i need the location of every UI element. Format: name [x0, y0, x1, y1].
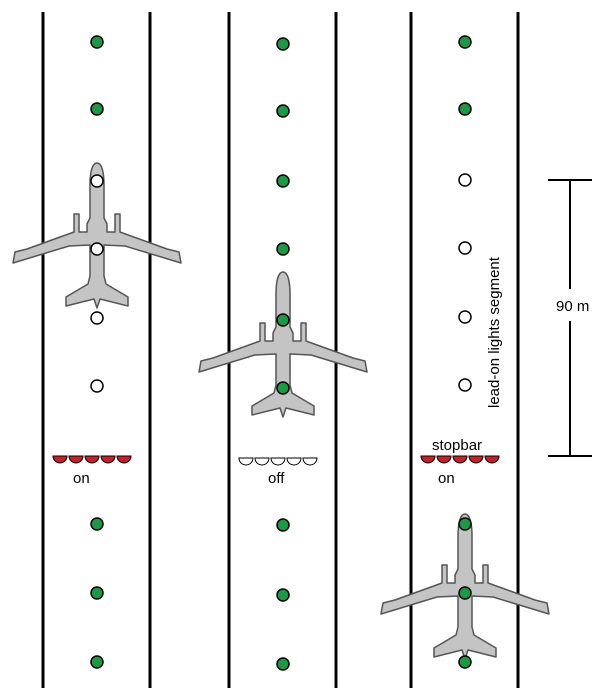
stopbar-state-label: on [438, 470, 455, 487]
green-light [276, 37, 290, 51]
stopbar-state-label: on [73, 470, 90, 487]
stopbar-lights [238, 457, 318, 466]
green-light [90, 102, 104, 116]
off-light [90, 242, 104, 256]
stopbar-text-label: stopbar [432, 437, 482, 454]
stopbar-lights [420, 455, 500, 464]
green-light [276, 174, 290, 188]
green-light [458, 35, 472, 49]
distance-dimension [548, 179, 592, 457]
panel-3: stopbar on [380, 35, 550, 669]
green-light [276, 242, 290, 256]
green-light [276, 313, 290, 327]
green-light [458, 655, 472, 669]
taxiway-edges [41, 12, 520, 688]
green-light [276, 588, 290, 602]
off-light [90, 311, 104, 325]
green-light [276, 104, 290, 118]
green-light [458, 102, 472, 116]
stopbar-state-label: off [268, 470, 285, 487]
panel-1: on [12, 35, 182, 669]
aircraft-2 [198, 271, 368, 418]
green-light [90, 517, 104, 531]
green-light [90, 35, 104, 49]
off-light [90, 379, 104, 393]
green-light [458, 517, 472, 531]
stopbar-lights [52, 455, 132, 464]
green-light [276, 657, 290, 671]
panel-2: off [198, 37, 368, 671]
off-light [458, 241, 472, 255]
green-light [458, 586, 472, 600]
off-light [458, 310, 472, 324]
distance-label: 90 m [556, 298, 589, 315]
green-light [276, 381, 290, 395]
off-light [458, 173, 472, 187]
segment-label: lead-on lights segment [486, 256, 503, 408]
off-light [90, 174, 104, 188]
green-light [90, 655, 104, 669]
off-light [458, 378, 472, 392]
green-light [90, 586, 104, 600]
green-light [276, 518, 290, 532]
